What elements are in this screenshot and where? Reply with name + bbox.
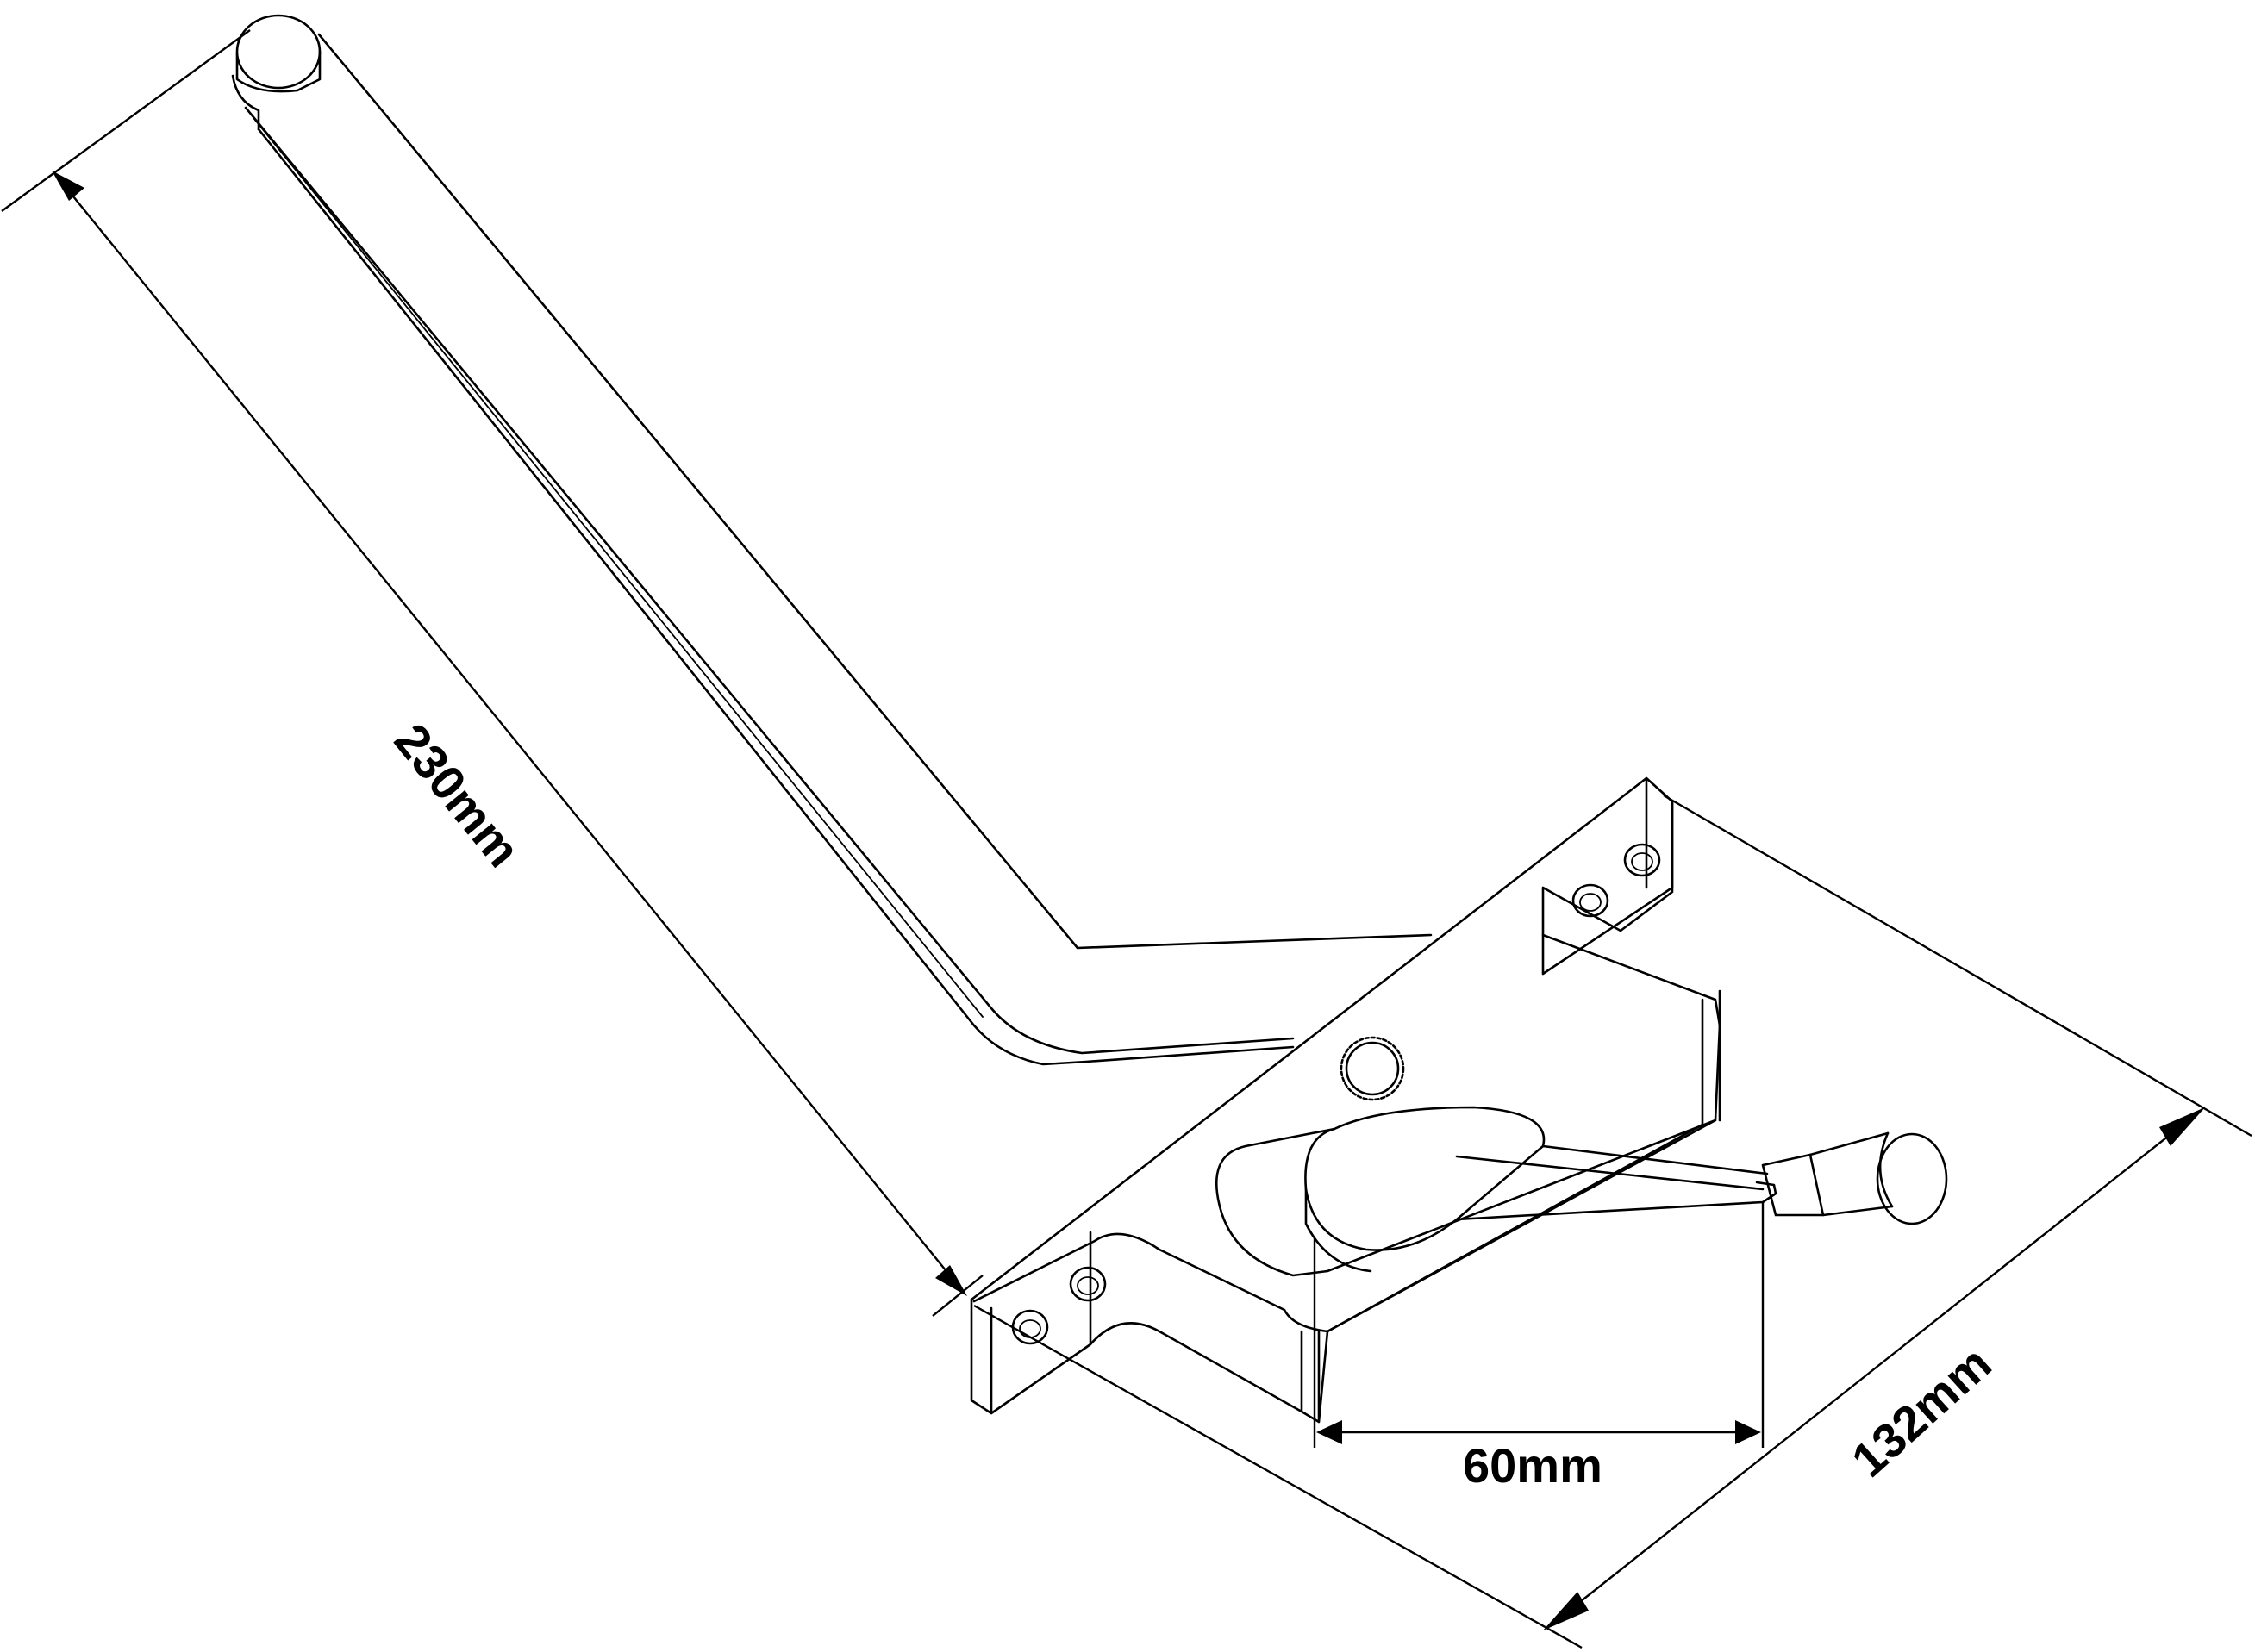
mount-hole-right-2-inner — [1579, 893, 1602, 912]
handle-grip — [1808, 1131, 1894, 1217]
arrow-base-bottom — [1543, 1592, 1589, 1630]
base-plate-top — [970, 776, 1721, 1333]
dimension-handle-width: 60mm — [1313, 1202, 1765, 1493]
mount-hole-right-1 — [1623, 843, 1661, 877]
handle-hub — [1304, 1106, 1777, 1251]
dimension-base-length: 132mm — [973, 794, 2252, 1649]
crank-handle — [1304, 1106, 1948, 1273]
mount-hole-right-2 — [1571, 883, 1609, 918]
dimension-line-base — [1551, 1108, 2203, 1625]
knurled-knob — [1340, 1036, 1405, 1101]
arm-pin-top — [235, 14, 322, 90]
handle-shaft — [1455, 1144, 1769, 1191]
arrow-handle-left — [1316, 1420, 1342, 1444]
arm-inner-edge — [253, 118, 984, 1018]
label-arm-length: 230mm — [384, 714, 531, 877]
dimension-arm-length: 230mm — [1, 29, 984, 1317]
mount-hole-right-1-inner — [1631, 852, 1653, 871]
arrow-base-top — [2159, 1107, 2205, 1146]
mount-hole-left-1 — [1069, 1266, 1107, 1302]
base-left-end — [970, 1231, 1092, 1415]
dimension-line-arm — [61, 182, 958, 1285]
label-handle-width: 60mm — [1463, 1438, 1602, 1493]
extension-line-arm-top — [1, 29, 251, 212]
knurled-knob-inner — [1345, 1041, 1400, 1096]
arrow-handle-right — [1735, 1420, 1761, 1444]
extension-line-base-bottom — [973, 1304, 1583, 1649]
arrow-arm-bottom — [935, 1265, 967, 1296]
base-plate — [970, 776, 1721, 1424]
mount-hole-left-2-inner — [1019, 1319, 1041, 1338]
label-base-length: 132mm — [1841, 1336, 2002, 1487]
arrow-arm-top — [52, 171, 84, 201]
arm-pin-side — [235, 50, 322, 93]
operator-arm — [231, 14, 1433, 1066]
arm-outline — [257, 33, 1433, 1066]
base-right-end — [1541, 776, 1674, 937]
mount-hole-left-1-inner — [1077, 1276, 1099, 1295]
handle-grip-side — [1878, 1131, 1894, 1208]
base-front-face — [1089, 1322, 1329, 1424]
handle-hub-side — [1304, 1188, 1372, 1273]
handle-grip-end — [1876, 1132, 1948, 1225]
arm-lower-edge — [244, 106, 1295, 1055]
extension-line-arm-bottom — [932, 1275, 984, 1317]
extension-line-base-top — [1663, 794, 2252, 1138]
mount-hole-left-2 — [1011, 1309, 1049, 1345]
arm-pin-base — [231, 74, 260, 131]
handle-boss — [1215, 1119, 1717, 1277]
